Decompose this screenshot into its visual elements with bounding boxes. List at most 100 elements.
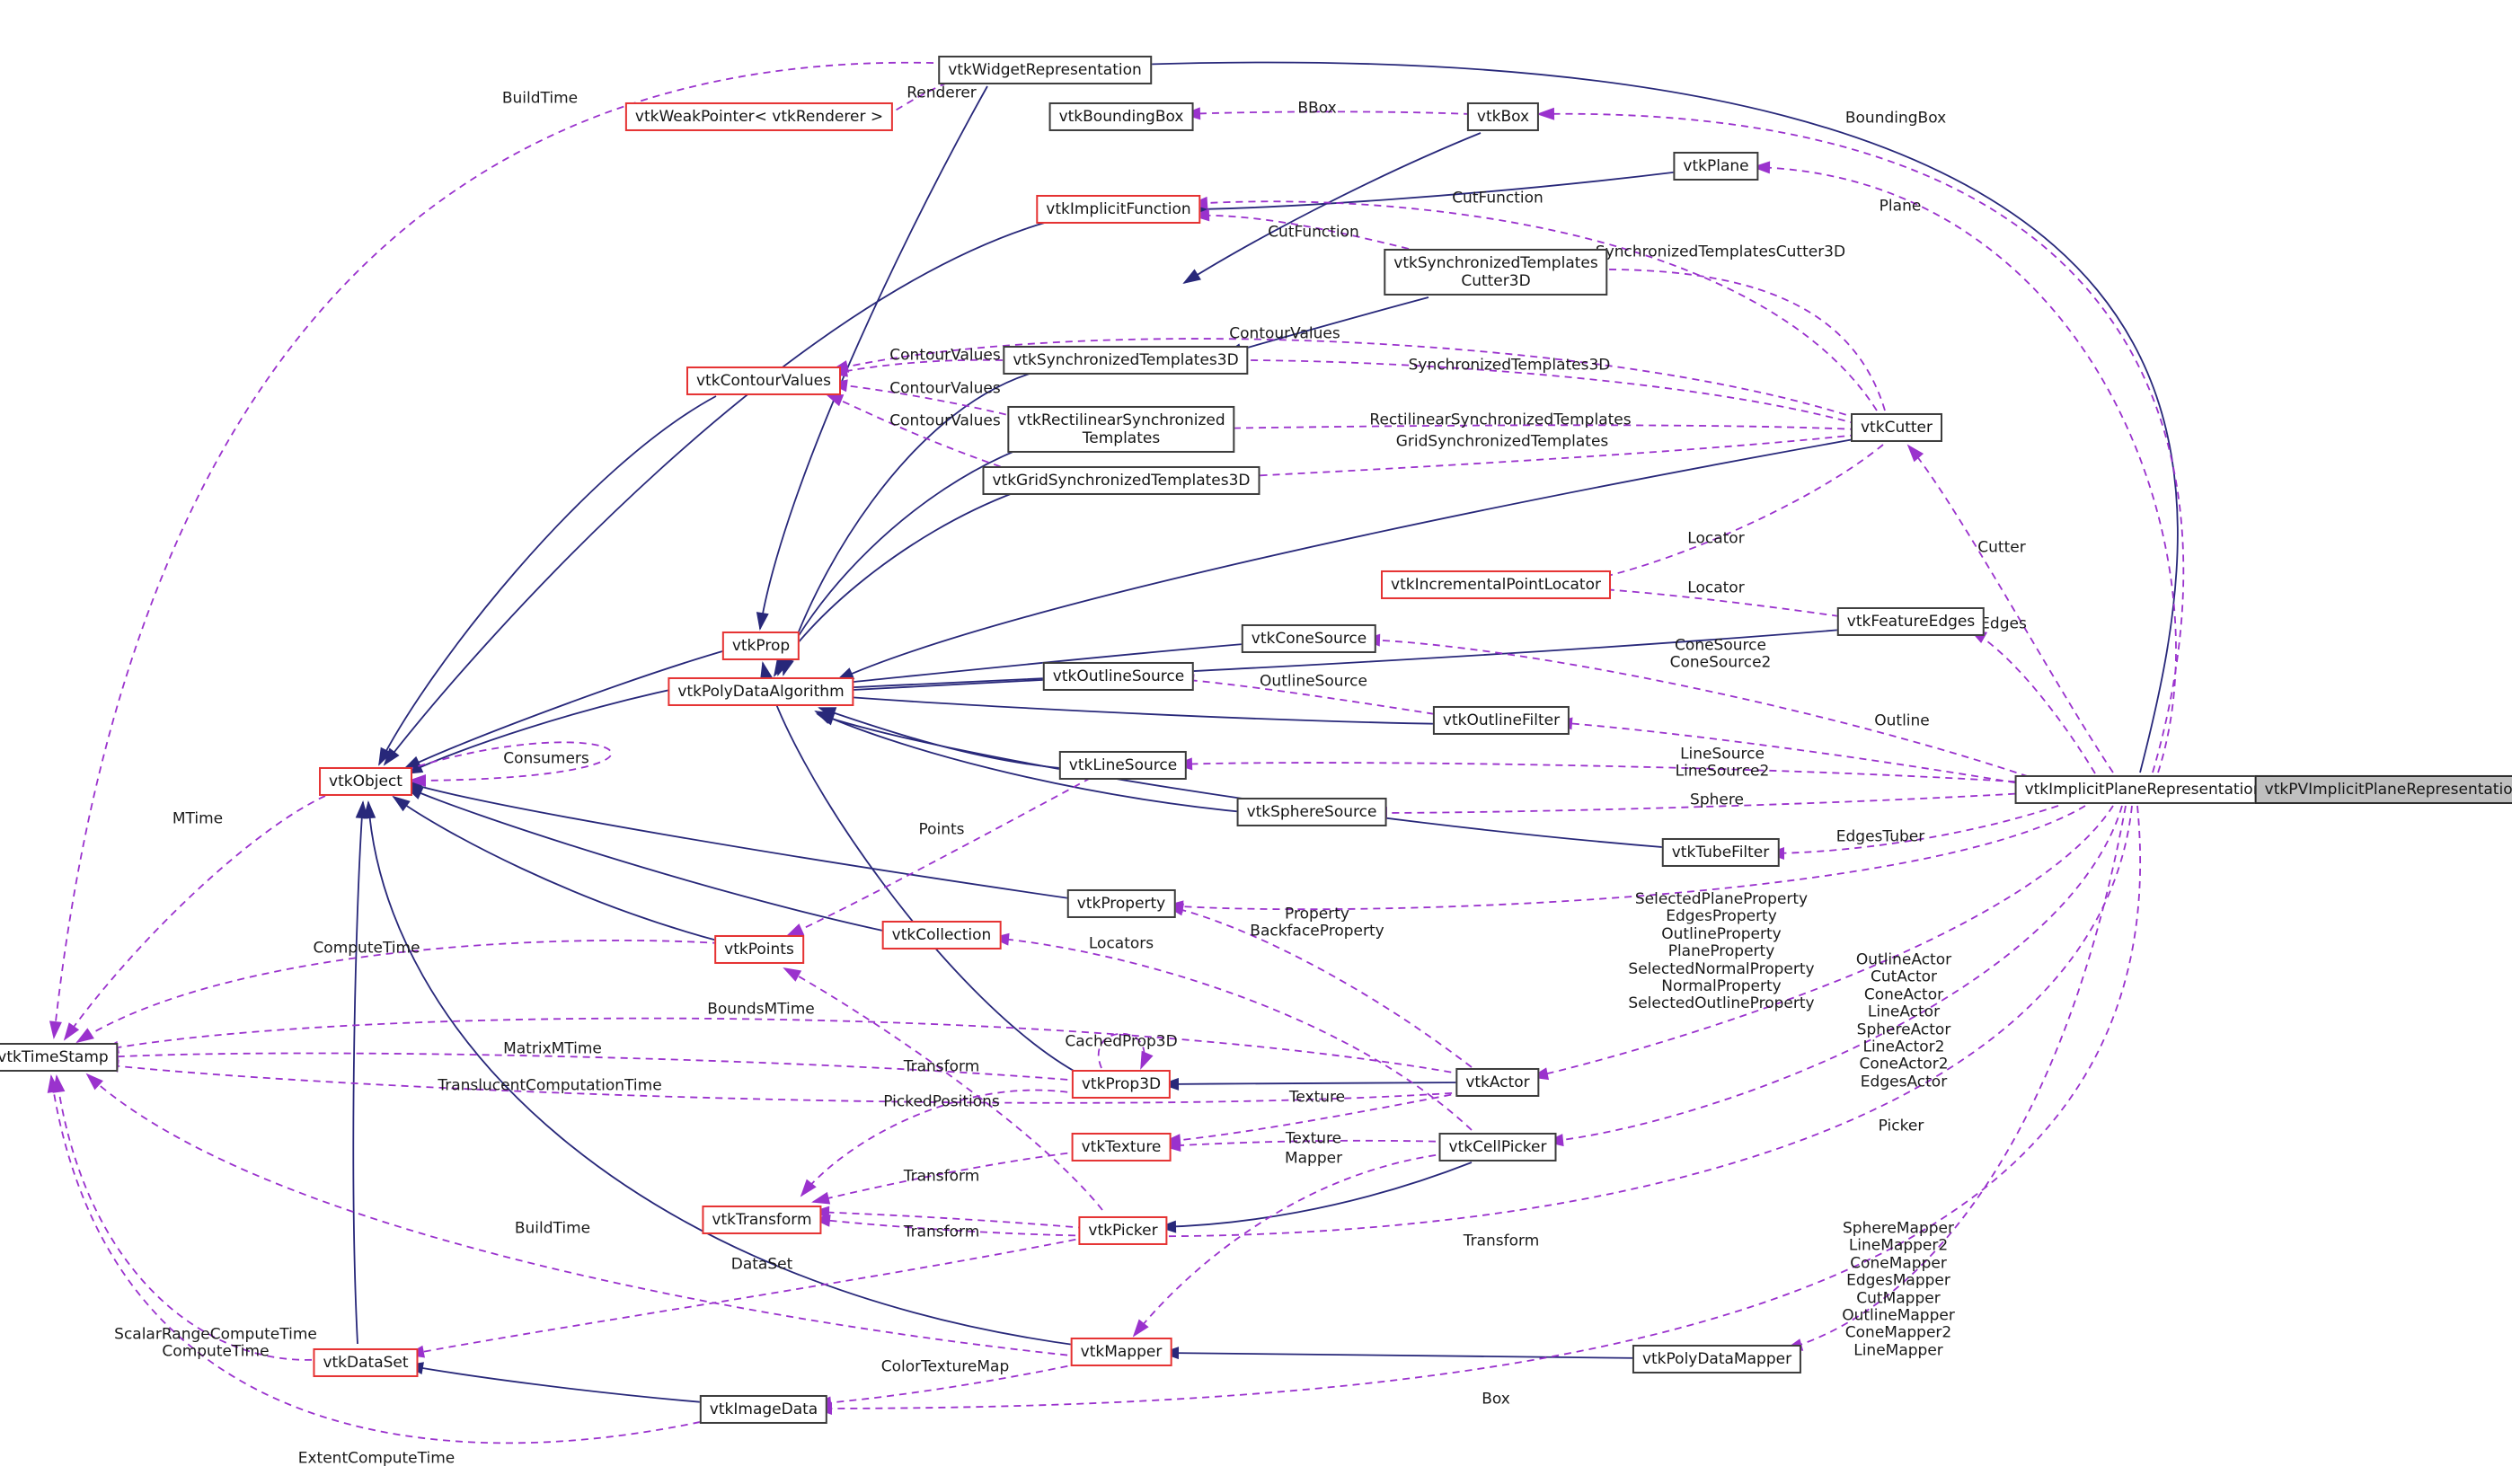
inheritance-edge-16	[404, 685, 687, 774]
usage-edge-34	[1190, 196, 1878, 411]
usage-edge-46	[1906, 444, 2114, 773]
usage-edge-76	[101, 1050, 1081, 1082]
node-vtkImageData[interactable]: vtkImageData	[699, 1394, 828, 1425]
node-vtkPoints[interactable]: vtkPoints	[714, 934, 804, 965]
inheritance-edge-24	[760, 661, 1083, 1076]
usage-edge-71	[406, 1236, 1089, 1358]
inheritance-edge-17	[402, 649, 730, 770]
node-vtkFeatureEdges[interactable]: vtkFeatureEdges	[1836, 606, 1986, 637]
inheritance-edge-11	[834, 678, 1060, 696]
node-vtkCutter[interactable]: vtkCutter	[1851, 412, 1942, 443]
usage-edge-50	[1554, 717, 2041, 788]
usage-edge-72	[785, 777, 1092, 937]
usage-edge-47	[1968, 629, 2096, 774]
node-vtkCollection[interactable]: vtkCollection	[881, 920, 1002, 950]
node-vtkProperty[interactable]: vtkProperty	[1066, 888, 1176, 919]
usage-edge-67	[811, 1151, 1081, 1205]
node-vtkWeakPointerRenderer[interactable]: vtkWeakPointer< vtkRenderer >	[624, 102, 894, 132]
inheritance-edge-13	[818, 707, 1071, 770]
inheritance-edge-23	[392, 795, 721, 942]
usage-edge-38	[829, 358, 1029, 377]
inheritance-edge-21	[404, 786, 892, 933]
usage-edge-42	[1210, 421, 1858, 435]
usage-edge-44	[1589, 444, 1884, 583]
usage-edge-78	[52, 1074, 325, 1361]
usage-edge-64	[1545, 805, 2123, 1147]
node-vtkOutlineSource[interactable]: vtkOutlineSource	[1042, 661, 1195, 692]
usage-edge-37	[830, 338, 1859, 420]
inheritance-edge-9	[835, 628, 1853, 694]
usage-edge-63	[1132, 1153, 1449, 1338]
node-vtkConeSource[interactable]: vtkConeSource	[1241, 623, 1377, 654]
usage-edge-77	[101, 1059, 1465, 1104]
inheritance-edge-8	[773, 491, 1016, 677]
node-vtkTexture[interactable]: vtkTexture	[1071, 1132, 1172, 1162]
node-vtkPolyDataAlgorithm[interactable]: vtkPolyDataAlgorithm	[668, 676, 854, 707]
usage-edge-81	[814, 805, 2142, 1415]
inheritance-edge-30	[352, 800, 368, 1345]
inheritance-edge-19	[383, 221, 1048, 766]
node-vtkSphereSource[interactable]: vtkSphereSource	[1236, 797, 1387, 827]
usage-edge-68	[811, 1206, 1086, 1229]
inheritance-edge-15	[816, 713, 1674, 849]
usage-edge-55	[1165, 903, 1473, 1068]
node-vtkImplicitFunction[interactable]: vtkImplicitFunction	[1036, 194, 1201, 225]
node-vtkLineSource[interactable]: vtkLineSource	[1058, 750, 1188, 781]
node-vtkProp3D[interactable]: vtkProp3D	[1071, 1069, 1172, 1100]
node-vtkImplicitPlaneRepresentation[interactable]: vtkImplicitPlaneRepresentation	[2014, 774, 2273, 805]
usage-edge-66	[800, 1089, 1081, 1197]
inheritance-edge-22	[404, 781, 1076, 900]
usage-edge-83	[85, 1073, 1081, 1357]
usage-edge-39	[829, 379, 1031, 421]
node-vtkSynchronizedTemplatesCutter3D[interactable]: vtkSynchronizedTemplates Cutter3D	[1384, 248, 1608, 296]
node-vtkPicker[interactable]: vtkPicker	[1078, 1215, 1168, 1246]
usage-edge-49	[1176, 674, 1447, 717]
inheritance-edge-28	[405, 1362, 714, 1404]
usage-edge-74	[75, 940, 721, 1044]
node-vtkTubeFilter[interactable]: vtkTubeFilter	[1661, 837, 1780, 868]
node-vtkPolyDataMapper[interactable]: vtkPolyDataMapper	[1632, 1344, 1802, 1374]
usage-edge-60	[49, 61, 960, 1039]
node-vtkRectilinearSynchronizedTemplates[interactable]: vtkRectilinearSynchronized Templates	[1007, 405, 1235, 454]
inheritance-edge-20	[378, 395, 717, 766]
node-vtkActor[interactable]: vtkActor	[1455, 1067, 1540, 1098]
inheritance-edge-1	[1132, 57, 2179, 773]
inheritance-edge-25	[1161, 1077, 1464, 1091]
node-vtkBox[interactable]: vtkBox	[1466, 102, 1540, 132]
usage-edge-56	[1530, 805, 2114, 1081]
usage-edge-52	[1369, 791, 2041, 819]
node-vtkWidgetRepresentation[interactable]: vtkWidgetRepresentation	[938, 55, 1152, 85]
usage-edge-69	[783, 967, 1103, 1211]
node-vtkProp[interactable]: vtkProp	[721, 631, 800, 661]
node-vtkIncrementalPointLocator[interactable]: vtkIncrementalPointLocator	[1381, 570, 1611, 600]
usage-edge-43	[1228, 434, 1858, 483]
inheritance-edge-14	[814, 711, 1253, 814]
node-vtkPVImplicitPlaneRepresentation: vtkPVImplicitPlaneRepresentation	[2254, 774, 2512, 805]
node-vtkObject[interactable]: vtkObject	[319, 766, 412, 797]
node-vtkPlane[interactable]: vtkPlane	[1673, 151, 1759, 181]
inheritance-edge-3	[1190, 171, 1681, 216]
node-vtkDataSet[interactable]: vtkDataSet	[313, 1347, 419, 1378]
node-vtkCellPicker[interactable]: vtkCellPicker	[1438, 1132, 1557, 1162]
inheritance-edge-18	[756, 85, 988, 631]
inheritance-edge-12	[834, 691, 1447, 725]
node-vtkOutlineFilter[interactable]: vtkOutlineFilter	[1432, 705, 1570, 736]
usage-edge-54	[1165, 805, 2086, 914]
usage-edge-41	[1222, 353, 1858, 425]
usage-edge-36	[1588, 262, 1886, 411]
node-vtkSynchronizedTemplates3D[interactable]: vtkSynchronizedTemplates3D	[1003, 345, 1249, 375]
node-vtkTransform[interactable]: vtkTransform	[702, 1205, 822, 1235]
usage-edge-33	[1752, 161, 2177, 773]
usage-edge-61	[1163, 1091, 1464, 1147]
node-vtkGridSynchronizedTemplates3D[interactable]: vtkGridSynchronizedTemplates3D	[982, 465, 1260, 496]
node-vtkBoundingBox[interactable]: vtkBoundingBox	[1048, 102, 1194, 132]
usage-edge-65	[1097, 1033, 1154, 1070]
node-vtkContourValues[interactable]: vtkContourValues	[686, 366, 841, 396]
usage-edge-70	[812, 805, 2133, 1238]
usage-edge-48	[1362, 633, 2041, 782]
node-vtkMapper[interactable]: vtkMapper	[1070, 1337, 1172, 1367]
node-vtkTimeStamp[interactable]: vtkTimeStamp	[0, 1042, 119, 1073]
edges-group	[47, 57, 2281, 1444]
usage-edge-62	[1163, 1139, 1449, 1152]
